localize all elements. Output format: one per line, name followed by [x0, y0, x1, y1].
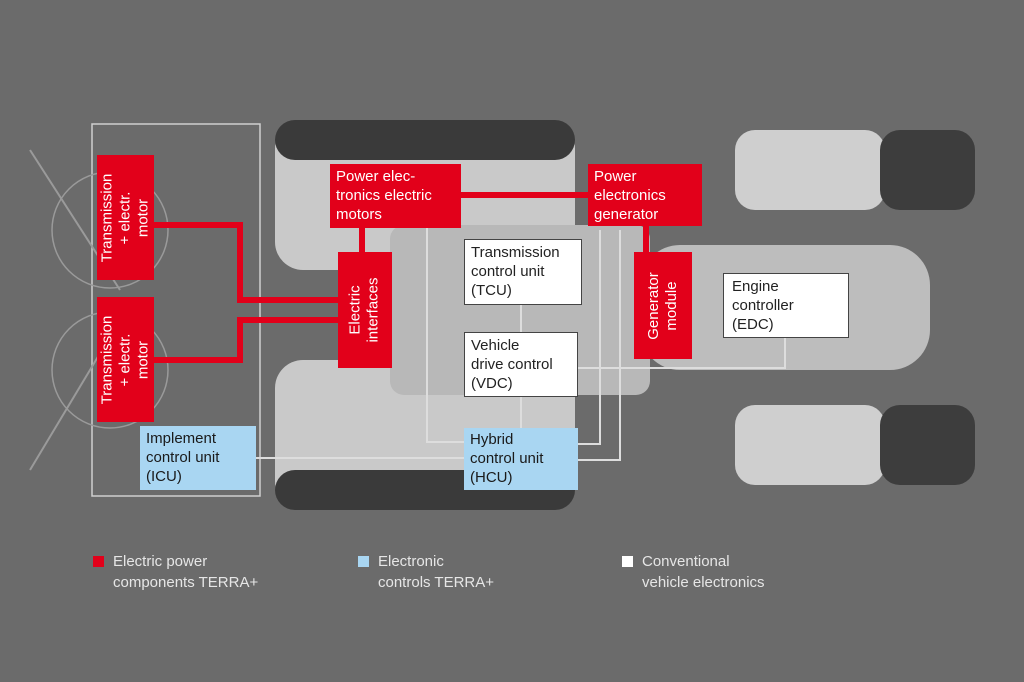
legend-label-electric: Electric power components TERRA+: [113, 553, 259, 591]
hcu-box: Hybrid control unit (HCU): [464, 428, 578, 490]
legend-swatch-electronic: [358, 556, 369, 567]
transmission-motor-top: Transmission + electr. motor: [97, 155, 154, 280]
legend-label-conventional: Conventional vehicle electronics: [642, 553, 765, 591]
tractor-body: [29, 120, 975, 510]
connection-hcu-loop: [426, 228, 464, 443]
icu-box: Implement control unit (ICU): [140, 426, 256, 490]
connection-hcu-right2: [578, 230, 601, 445]
generator-module: Generator module: [634, 252, 692, 359]
transmission-motor-bottom: Transmission + electr. motor: [97, 297, 154, 422]
vdc-box: Vehicle drive control (VDC): [464, 332, 578, 397]
power-electronics-motors: Power elec- tronics electric motors: [330, 164, 461, 228]
legend-swatch-electric: [93, 556, 104, 567]
power-electronics-generator: Power electronics generator: [588, 164, 702, 226]
tcu-box: Transmission control unit (TCU): [464, 239, 582, 305]
connection-vdc-edc: [578, 338, 786, 369]
electric-interfaces-label: Electric interfaces: [347, 277, 383, 343]
edc-box: Engine controller (EDC): [723, 273, 849, 338]
generator-module-label: Generator module: [645, 271, 681, 340]
electric-interfaces: Electric interfaces: [338, 252, 392, 368]
transmission-motor-top-label: Transmission + electr. motor: [98, 173, 152, 262]
power-connections: [154, 192, 649, 363]
legend-swatch-conventional: [622, 556, 633, 567]
connection-trans-top: [154, 222, 338, 303]
legend-label-electronic: Electronic controls TERRA+: [378, 553, 495, 591]
connection-hcu-right: [578, 230, 621, 461]
control-connections: [256, 228, 786, 461]
connection-trans-bottom: [154, 317, 338, 363]
transmission-motor-bottom-label: Transmission + electr. motor: [98, 315, 152, 404]
